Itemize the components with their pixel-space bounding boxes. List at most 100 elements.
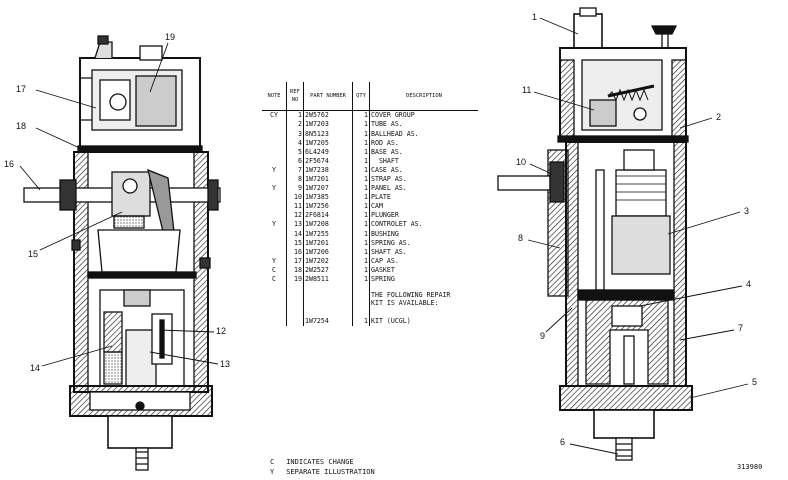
cell-note bbox=[262, 247, 287, 256]
kit-row: 1W7254 1 KIT (UCGL) bbox=[262, 307, 478, 326]
callout-16: 16 bbox=[4, 159, 15, 169]
callout-3: 3 bbox=[744, 206, 750, 216]
left-sectional-view bbox=[23, 35, 221, 471]
cell-description: PLUNGER bbox=[369, 211, 478, 221]
cell-qty: 1 bbox=[352, 165, 370, 175]
cell-qty: 1 bbox=[352, 120, 370, 130]
legend-item: C INDICATES CHANGE bbox=[270, 458, 375, 468]
cell-note bbox=[262, 193, 287, 202]
legend-text: INDICATES CHANGE bbox=[286, 458, 354, 466]
cell-part-number: 2F5674 bbox=[303, 156, 353, 166]
cell-description: COVER GROUP bbox=[369, 110, 478, 121]
callout-15: 15 bbox=[28, 249, 39, 259]
callout-5: 5 bbox=[752, 377, 758, 387]
callout-19: 19 bbox=[165, 32, 176, 42]
cell-part-number: 1W7201 bbox=[303, 238, 353, 248]
cell-qty: 1 bbox=[352, 229, 370, 239]
callout-6: 6 bbox=[560, 437, 566, 447]
cell-qty: 1 bbox=[352, 238, 370, 248]
callout-2: 2 bbox=[716, 112, 722, 122]
cell-qty: 1 bbox=[352, 211, 370, 221]
cell-part-number: 1W7238 bbox=[303, 165, 353, 175]
cell-qty: 1 bbox=[352, 174, 370, 184]
figure-number: 313980 bbox=[737, 463, 763, 471]
cell-part-number: 2W2527 bbox=[303, 265, 353, 275]
cell-note bbox=[262, 129, 287, 138]
cell-description: PANEL AS. bbox=[369, 183, 478, 193]
repair-note-row: THE FOLLOWING REPAIR KIT IS AVAILABLE: bbox=[262, 283, 478, 308]
callout-7: 7 bbox=[738, 323, 744, 333]
cell-ref-no: 5 bbox=[286, 147, 304, 157]
cell-note bbox=[262, 138, 287, 147]
cell-qty: 1 bbox=[352, 110, 370, 121]
cell-description: PLATE bbox=[369, 192, 478, 202]
cell-part-number: 1W7255 bbox=[303, 229, 353, 239]
cell-part-number: 1W7202 bbox=[303, 256, 353, 266]
cell-ref-no: 17 bbox=[286, 256, 304, 266]
callout-10: 10 bbox=[516, 157, 527, 167]
cell-part-number: 2F6814 bbox=[303, 211, 353, 221]
cell-note: Y bbox=[272, 220, 276, 229]
cell-part-number: 1W7201 bbox=[303, 174, 353, 184]
cell-note: C bbox=[272, 275, 276, 284]
cell-part-number: 8N5123 bbox=[303, 129, 353, 139]
callout-11: 11 bbox=[522, 85, 532, 95]
callout-18: 18 bbox=[16, 121, 27, 131]
header-note: NOTE bbox=[262, 82, 287, 111]
cell-description: SPRING AS. bbox=[369, 238, 478, 248]
callout-4: 4 bbox=[746, 279, 752, 289]
cell-ref-no: 14 bbox=[286, 229, 304, 239]
cell-ref-no: 10 bbox=[286, 192, 304, 202]
callout-12: 12 bbox=[216, 326, 227, 336]
cell-note bbox=[262, 175, 287, 184]
cell-note bbox=[262, 147, 287, 156]
cell-part-number: 1W7207 bbox=[303, 183, 353, 193]
legend-code: C bbox=[270, 458, 275, 466]
cell-note bbox=[262, 229, 287, 238]
cell-ref-no: 18 bbox=[286, 265, 304, 275]
cell-qty: 1 bbox=[352, 220, 370, 230]
callout-8: 8 bbox=[518, 233, 524, 243]
cell-note: Y bbox=[272, 165, 276, 174]
cell-part-number: 1W7205 bbox=[303, 138, 353, 148]
cell-description: TUBE AS. bbox=[369, 120, 478, 130]
cell-description: CONTROLET AS. bbox=[369, 220, 478, 230]
cell-note: C bbox=[272, 265, 276, 274]
cell-note: Y bbox=[272, 184, 276, 193]
parts-list-table: NOTE REF NO PART NUMBER QTY DESCRIPTION … bbox=[262, 82, 478, 326]
cell-ref-no: 16 bbox=[286, 247, 304, 257]
kit-part-number: 1W7254 bbox=[303, 307, 353, 326]
legend-code: Y bbox=[270, 467, 275, 476]
cell-description: BALLHEAD AS. bbox=[369, 129, 478, 139]
cell-qty: 1 bbox=[352, 274, 370, 284]
callout-14: 14 bbox=[30, 363, 41, 373]
cell-part-number: 2W8511 bbox=[303, 274, 353, 284]
cell-part-number: 1W7385 bbox=[303, 192, 353, 202]
cell-qty: 1 bbox=[352, 183, 370, 193]
cell-description: BUSHING bbox=[369, 229, 478, 239]
notes-legend: C INDICATES CHANGE Y SEPARATE ILLUSTRATI… bbox=[270, 458, 375, 477]
cell-ref-no: 11 bbox=[286, 201, 304, 212]
right-sectional-view bbox=[497, 7, 693, 461]
cell-ref-no: 8 bbox=[286, 174, 304, 184]
cell-ref-no: 13 bbox=[286, 220, 304, 230]
repair-note-line-2: KIT IS AVAILABLE: bbox=[371, 299, 439, 308]
legend-text: SEPARATE ILLUSTRATION bbox=[286, 467, 375, 476]
cell-description: SHAFT bbox=[369, 156, 478, 166]
cell-ref-no: 19 bbox=[286, 274, 304, 284]
cell-note bbox=[262, 156, 287, 165]
cell-description: STRAP AS. bbox=[369, 174, 478, 184]
